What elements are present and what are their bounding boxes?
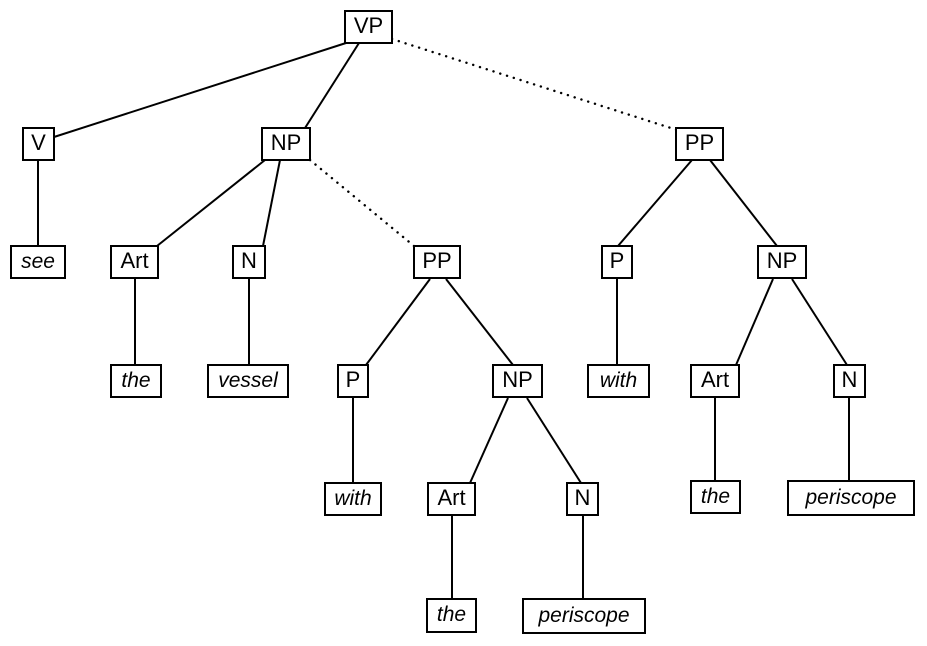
tree-edge-np_mid-to-art_mid [469,397,509,484]
tree-node-label-with_mid: with [334,486,372,510]
tree-node-p_right[interactable]: P [601,245,633,279]
tree-node-np_mid[interactable]: NP [492,364,543,398]
tree-node-the_mid[interactable]: the [426,598,477,633]
tree-node-label-vessel: vessel [218,368,278,392]
tree-node-label-n_right: N [841,367,858,392]
tree-node-label-pp_mid: PP [422,248,452,273]
tree-node-p_mid[interactable]: P [337,364,369,398]
tree-edge-vp-to-pp_right [390,37,679,132]
tree-node-label-art_mid: Art [437,485,466,510]
tree-node-label-the1: the [121,368,151,392]
tree-node-label-pp_right: PP [684,130,715,155]
tree-edge-np_right-to-art_right [735,278,774,366]
tree-node-n_right[interactable]: N [833,364,866,398]
tree-node-periscope_r[interactable]: periscope [787,480,915,516]
tree-node-label-np_mid: NP [502,367,533,392]
tree-node-label-the_right: the [700,484,731,508]
tree-node-label-n_mid: N [574,485,591,510]
tree-node-vessel[interactable]: vessel [207,364,289,398]
tree-node-pp_right[interactable]: PP [675,127,724,161]
tree-edge-vp-to-v [53,42,347,138]
tree-node-vp[interactable]: VP [344,10,393,44]
tree-node-label-periscope_m: periscope [538,603,630,627]
tree-node-pp_mid[interactable]: PP [413,245,461,279]
tree-node-label-with_right: with [599,368,638,392]
tree-node-art_right[interactable]: Art [690,364,740,398]
tree-edge-np_right-to-n_right [791,278,848,366]
tree-node-periscope_m[interactable]: periscope [522,598,646,634]
tree-node-label-vp: VP [353,13,384,38]
tree-edge-pp_right-to-np_right [709,159,778,247]
tree-edge-np1-to-art1 [156,159,266,247]
tree-node-np1[interactable]: NP [261,127,311,161]
tree-edge-vp-to-np1 [304,42,360,129]
tree-node-with_mid[interactable]: with [324,482,382,516]
tree-node-label-p_right: P [609,248,625,273]
tree-node-see[interactable]: see [10,245,66,279]
tree-node-label-np1: NP [270,130,302,155]
tree-node-label-art1: Art [120,248,149,273]
tree-node-art_mid[interactable]: Art [427,482,476,516]
tree-node-the1[interactable]: the [110,364,162,398]
tree-node-the_right[interactable]: the [690,480,741,514]
tree-node-label-np_right: NP [766,248,798,273]
tree-edge-pp_mid-to-np_mid [445,278,514,366]
tree-node-n_mid[interactable]: N [566,482,599,516]
tree-edge-pp_right-to-p_right [617,159,693,247]
tree-node-v[interactable]: V [22,127,55,161]
tree-node-np_right[interactable]: NP [757,245,807,279]
tree-edge-np1-to-pp_mid [308,158,416,248]
tree-edge-np_mid-to-n_mid [526,397,582,484]
tree-edge-pp_mid-to-p_mid [365,278,431,366]
tree-node-label-art_right: Art [700,367,730,392]
tree-node-label-periscope_r: periscope [805,485,897,509]
tree-edge-np1-to-n1 [262,159,281,247]
tree-node-n1[interactable]: N [232,245,266,279]
tree-node-label-see: see [21,249,55,273]
tree-node-art1[interactable]: Art [110,245,159,279]
tree-node-label-p_mid: P [345,367,361,392]
tree-node-label-v: V [31,130,46,155]
tree-node-label-the_mid: the [436,603,467,626]
tree-node-label-n1: N [241,248,257,273]
tree-node-with_right[interactable]: with [587,364,650,398]
